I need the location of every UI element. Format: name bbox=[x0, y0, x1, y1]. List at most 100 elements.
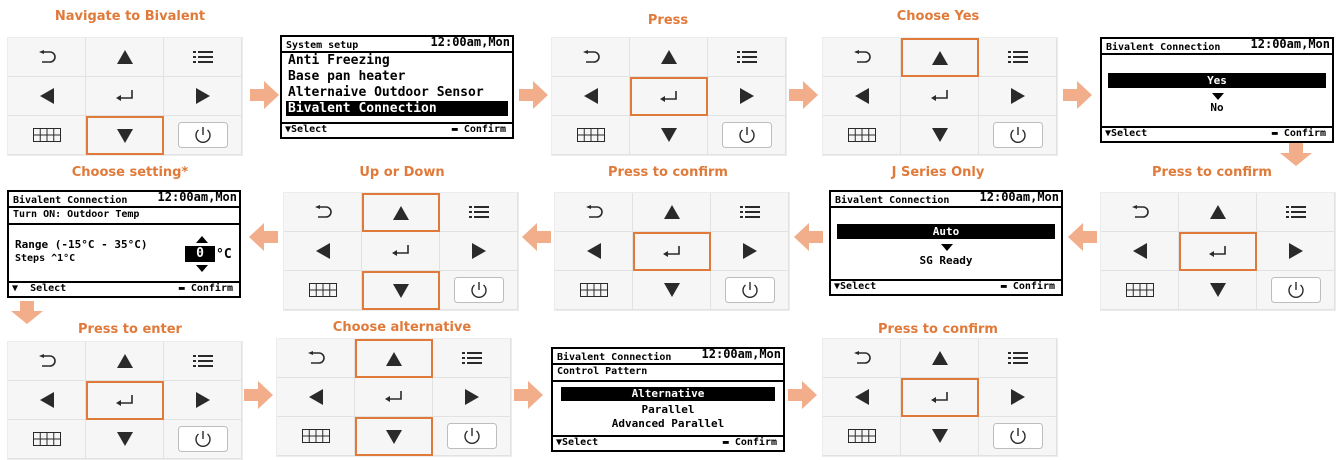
menu-button[interactable] bbox=[164, 342, 242, 381]
power-button[interactable] bbox=[708, 116, 786, 155]
clock: 12:00am,Mon bbox=[701, 347, 781, 361]
grid-button[interactable] bbox=[277, 417, 355, 456]
right-button[interactable] bbox=[164, 77, 242, 116]
menu-item-selected[interactable]: Bivalent Connection bbox=[286, 101, 508, 116]
left-button[interactable] bbox=[284, 232, 362, 271]
up-button[interactable] bbox=[86, 342, 164, 381]
up-button[interactable] bbox=[633, 193, 711, 232]
right-button[interactable] bbox=[440, 232, 518, 271]
left-button[interactable] bbox=[823, 77, 901, 116]
setting-value[interactable]: 0 bbox=[185, 246, 215, 262]
back-icon bbox=[581, 50, 601, 64]
power-button[interactable] bbox=[979, 116, 1057, 155]
back-button[interactable] bbox=[555, 193, 633, 232]
up-button[interactable] bbox=[1179, 193, 1257, 232]
up-button[interactable] bbox=[362, 193, 440, 232]
back-button[interactable] bbox=[8, 38, 86, 77]
back-button[interactable] bbox=[277, 339, 355, 378]
menu-button[interactable] bbox=[711, 193, 789, 232]
right-button[interactable] bbox=[433, 378, 511, 417]
up-button[interactable] bbox=[630, 38, 708, 77]
up-button[interactable] bbox=[901, 339, 979, 378]
grid-button[interactable] bbox=[8, 116, 86, 155]
right-button[interactable] bbox=[979, 77, 1057, 116]
confirm-hint: ▬ Confirm bbox=[451, 124, 506, 135]
menu-button[interactable] bbox=[164, 38, 242, 77]
grid-button[interactable] bbox=[284, 271, 362, 310]
enter-button[interactable] bbox=[901, 77, 979, 116]
right-button[interactable] bbox=[1257, 232, 1335, 271]
up-button[interactable] bbox=[86, 38, 164, 77]
power-button[interactable] bbox=[711, 271, 789, 310]
down-button[interactable] bbox=[633, 271, 711, 310]
back-button[interactable] bbox=[552, 38, 630, 77]
down-button[interactable] bbox=[355, 417, 433, 456]
down-button[interactable] bbox=[362, 271, 440, 310]
enter-button[interactable] bbox=[355, 378, 433, 417]
right-icon bbox=[195, 88, 210, 104]
left-button[interactable] bbox=[8, 381, 86, 420]
left-button[interactable] bbox=[1101, 232, 1179, 271]
option-selected[interactable]: Yes bbox=[1108, 73, 1326, 88]
back-button[interactable] bbox=[823, 38, 901, 77]
down-button[interactable] bbox=[86, 116, 164, 155]
menu-button[interactable] bbox=[1257, 193, 1335, 232]
up-button[interactable] bbox=[355, 339, 433, 378]
left-button[interactable] bbox=[823, 378, 901, 417]
grid-button[interactable] bbox=[1101, 271, 1179, 310]
menu-item[interactable]: Base pan heater bbox=[288, 69, 406, 84]
left-button[interactable] bbox=[555, 232, 633, 271]
enter-button[interactable] bbox=[633, 232, 711, 271]
option[interactable]: No bbox=[1210, 101, 1224, 114]
down-button[interactable] bbox=[901, 116, 979, 155]
menu-button[interactable] bbox=[440, 193, 518, 232]
left-button[interactable] bbox=[277, 378, 355, 417]
grid-button[interactable] bbox=[552, 116, 630, 155]
screen-footer: ▼Select ▬ Confirm bbox=[831, 279, 1061, 294]
enter-button[interactable] bbox=[901, 378, 979, 417]
down-button[interactable] bbox=[1179, 271, 1257, 310]
left-button[interactable] bbox=[8, 77, 86, 116]
back-button[interactable] bbox=[1101, 193, 1179, 232]
option-selected[interactable]: Auto bbox=[837, 224, 1055, 239]
option-selected[interactable]: Alternative bbox=[561, 387, 775, 401]
menu-item[interactable]: Alternaive Outdoor Sensor bbox=[288, 85, 484, 100]
power-button[interactable] bbox=[433, 417, 511, 456]
grid-button[interactable] bbox=[823, 417, 901, 456]
option[interactable]: Parallel bbox=[641, 403, 695, 416]
power-button[interactable] bbox=[979, 417, 1057, 456]
grid-button[interactable] bbox=[823, 116, 901, 155]
menu-item[interactable]: Anti Freezing bbox=[288, 53, 390, 68]
left-button[interactable] bbox=[552, 77, 630, 116]
right-button[interactable] bbox=[164, 381, 242, 420]
enter-button[interactable] bbox=[86, 381, 164, 420]
enter-button[interactable] bbox=[86, 77, 164, 116]
right-button[interactable] bbox=[979, 378, 1057, 417]
down-button[interactable] bbox=[901, 417, 979, 456]
right-button[interactable] bbox=[708, 77, 786, 116]
enter-button[interactable] bbox=[362, 232, 440, 271]
menu-button[interactable] bbox=[979, 38, 1057, 77]
up-button[interactable] bbox=[901, 38, 979, 77]
grid-button[interactable] bbox=[8, 420, 86, 459]
back-button[interactable] bbox=[823, 339, 901, 378]
option[interactable]: Advanced Parallel bbox=[611, 417, 725, 430]
enter-button[interactable] bbox=[630, 77, 708, 116]
power-button[interactable] bbox=[164, 420, 242, 459]
power-button[interactable] bbox=[1257, 271, 1335, 310]
option[interactable]: SG Ready bbox=[919, 254, 973, 267]
menu-button[interactable] bbox=[433, 339, 511, 378]
right-icon bbox=[464, 389, 479, 405]
enter-icon bbox=[384, 391, 403, 403]
power-button[interactable] bbox=[440, 271, 518, 310]
menu-button[interactable] bbox=[979, 339, 1057, 378]
right-button[interactable] bbox=[711, 232, 789, 271]
enter-button[interactable] bbox=[1179, 232, 1257, 271]
down-button[interactable] bbox=[630, 116, 708, 155]
power-button[interactable] bbox=[164, 116, 242, 155]
back-button[interactable] bbox=[284, 193, 362, 232]
back-button[interactable] bbox=[8, 342, 86, 381]
grid-button[interactable] bbox=[555, 271, 633, 310]
menu-button[interactable] bbox=[708, 38, 786, 77]
down-button[interactable] bbox=[86, 420, 164, 459]
